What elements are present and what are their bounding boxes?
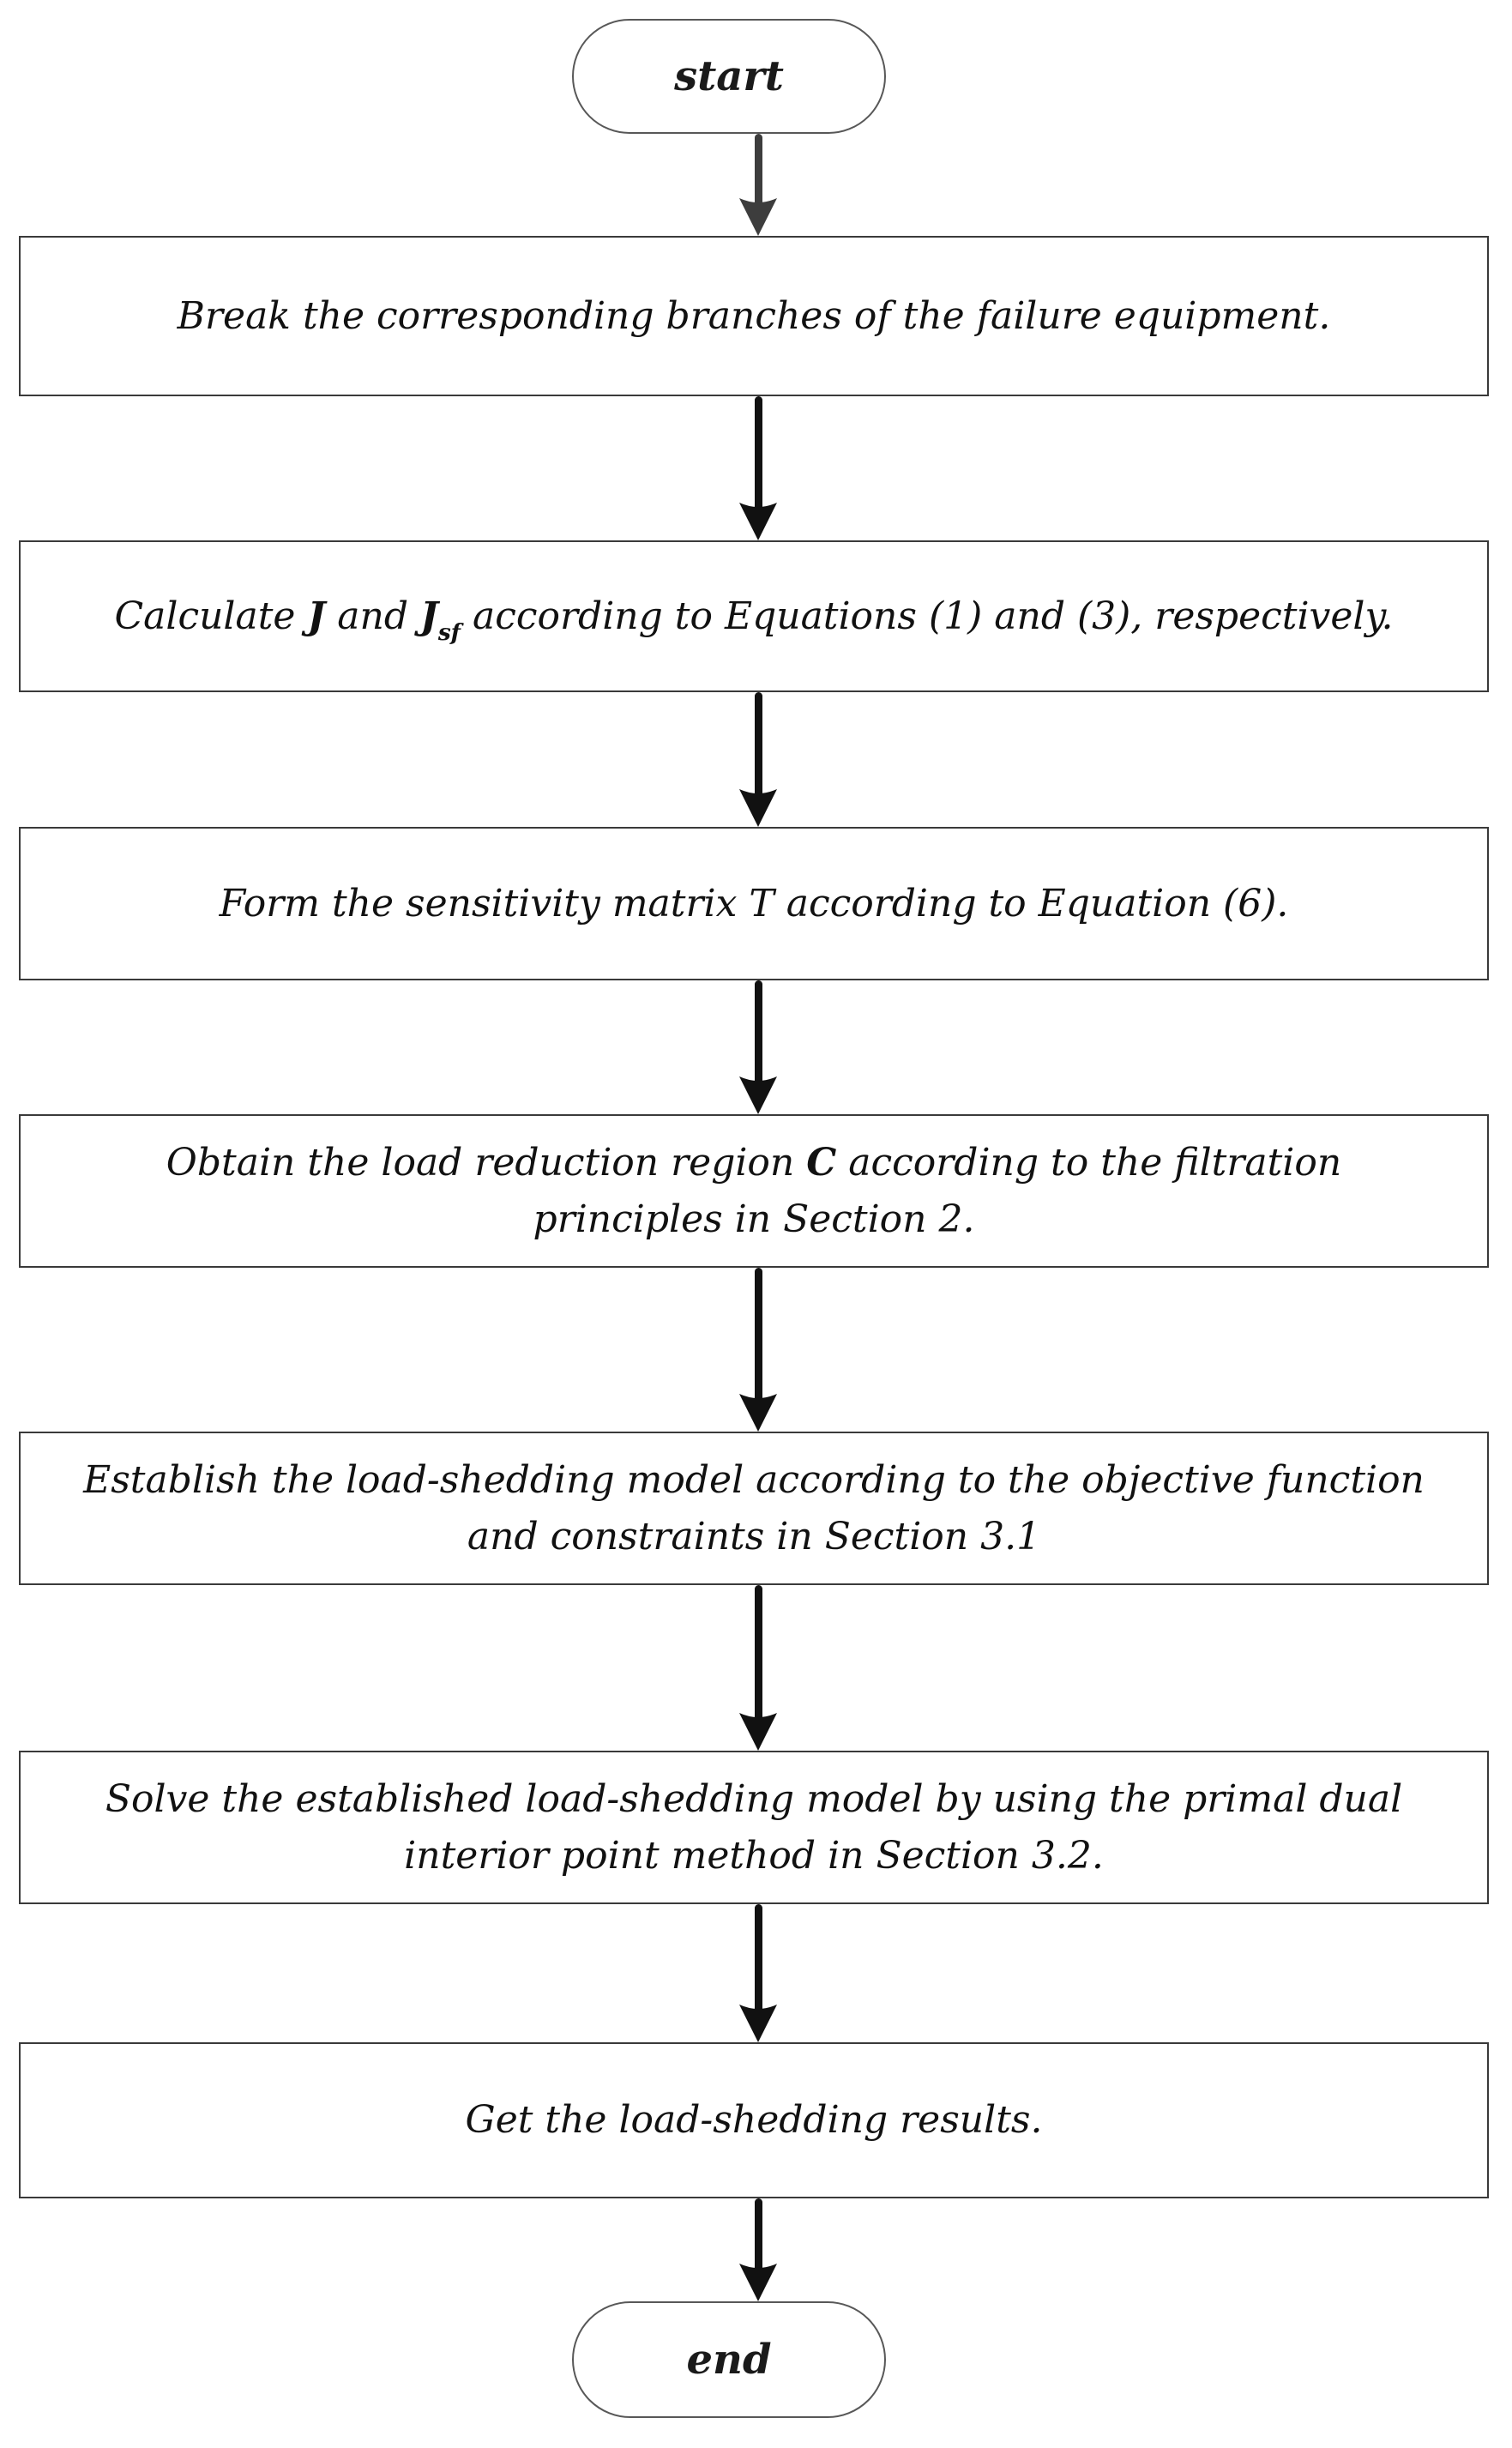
step-solve-load-shedding-model: Solve the established load-shedding mode…	[19, 1751, 1489, 1904]
start-label: start	[674, 52, 784, 100]
arrow-head-icon	[739, 1713, 777, 1751]
step-text-line: principles in Section 2.	[533, 1197, 975, 1241]
arrow-head-icon	[739, 2005, 777, 2042]
arrow-shaft	[754, 1268, 762, 1401]
start-terminal: start	[572, 19, 886, 134]
arrow-shaft	[754, 134, 762, 205]
arrow-shaft	[754, 396, 762, 509]
arrow-head-icon	[739, 2264, 777, 2301]
arrow-head-icon	[739, 789, 777, 827]
step-text-line: interior point method in Section 3.2.	[404, 1833, 1104, 1878]
step-break-branches: Break the corresponding branches of the …	[19, 236, 1489, 396]
end-terminal: end	[572, 2301, 886, 2418]
step-text-line: and constraints in Section 3.1	[467, 1514, 1041, 1559]
arrow-shaft	[754, 692, 762, 796]
step-text-line: Form the sensitivity matrix T according …	[219, 881, 1289, 926]
step-text-line: Solve the established load-shedding mode…	[105, 1777, 1403, 1822]
flow-arrow-step6-to-step7	[738, 1904, 778, 2042]
flow-arrow-step7-to-end	[738, 2198, 778, 2301]
flow-arrow-step1-to-step2	[738, 396, 778, 540]
arrow-head-icon	[739, 1394, 777, 1432]
flow-arrow-step5-to-step6	[738, 1585, 778, 1751]
flow-arrow-step2-to-step3	[738, 692, 778, 827]
arrow-head-icon	[739, 1076, 777, 1114]
step-text-line: Establish the load-shedding model accord…	[83, 1458, 1425, 1503]
flow-arrow-step3-to-step4	[738, 980, 778, 1114]
step-text-line: Get the load-shedding results.	[465, 2098, 1043, 2143]
step-calculate-jacobians: Calculate J and Jsf according to Equatio…	[19, 540, 1489, 692]
arrow-shaft	[754, 1904, 762, 2011]
flow-arrow-step4-to-step5	[738, 1268, 778, 1432]
step-establish-load-shedding-model: Establish the load-shedding model accord…	[19, 1432, 1489, 1585]
flow-arrow-start-to-step1	[738, 134, 778, 236]
step-text-line: Obtain the load reduction region C accor…	[166, 1141, 1342, 1185]
step-text-line: Calculate J and Jsf according to Equatio…	[114, 594, 1394, 646]
arrow-head-icon	[739, 198, 777, 236]
step-form-sensitivity-matrix: Form the sensitivity matrix T according …	[19, 827, 1489, 980]
end-label: end	[686, 2336, 772, 2384]
arrow-shaft	[754, 1585, 762, 1720]
step-obtain-load-reduction-region: Obtain the load reduction region C accor…	[19, 1114, 1489, 1268]
arrow-shaft	[754, 980, 762, 1083]
step-text-line: Break the corresponding branches of the …	[177, 293, 1331, 338]
arrow-shaft	[754, 2198, 762, 2270]
step-get-load-shedding-results: Get the load-shedding results.	[19, 2042, 1489, 2198]
arrow-head-icon	[739, 503, 777, 540]
